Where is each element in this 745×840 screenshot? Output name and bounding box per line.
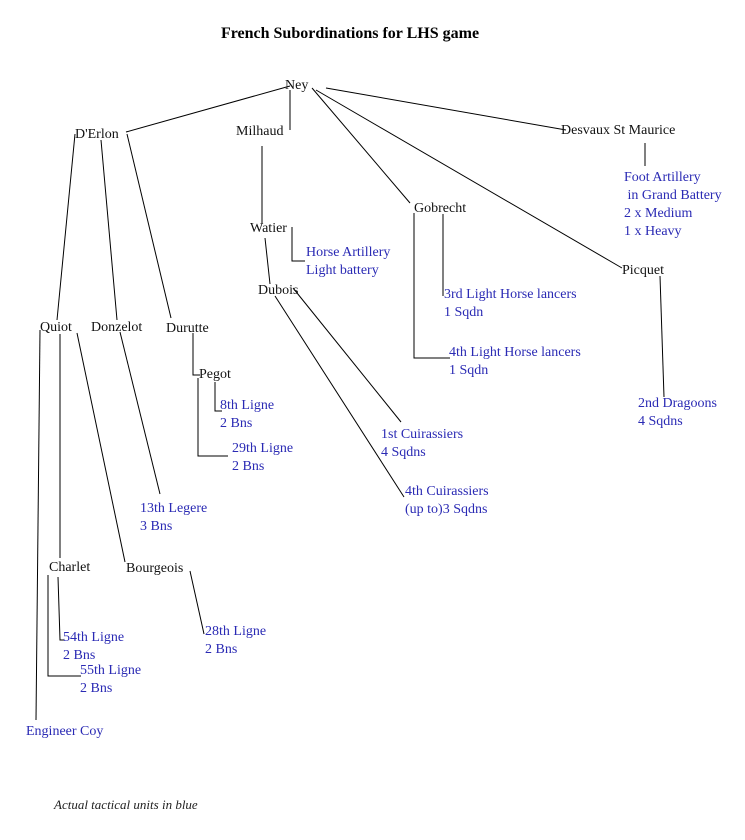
unit-54th-ligne: 54th Ligne 2 Bns <box>63 630 125 663</box>
link-dubois-cuir1 <box>292 287 402 423</box>
link-charlet-ligne55 <box>47 575 81 677</box>
legend-footnote: Actual tactical units in blue <box>54 797 198 812</box>
link-bourgeois-ligne28 <box>189 570 205 635</box>
unit-engineer-coy: Engineer Coy <box>26 724 104 739</box>
unit-3rd-lancers: 3rd Light Horse lancers 1 Sqdn <box>444 287 577 320</box>
link-picquet-dragoons <box>659 275 665 398</box>
node-dubois: Dubois <box>258 283 299 298</box>
link-durutte-pegot <box>192 333 200 376</box>
link-derlon-donzelot <box>100 139 118 321</box>
node-desvaux: Desvaux St Maurice <box>561 123 676 138</box>
link-ney-picquet <box>315 89 623 269</box>
node-quiot: Quiot <box>40 320 72 335</box>
link-ney-desvaux <box>325 87 567 131</box>
node-durutte: Durutte <box>166 321 209 336</box>
node-ney: Ney <box>285 78 309 93</box>
link-derlon-quiot <box>56 133 76 321</box>
unit-horse-artillery: Horse Artillery Light battery <box>306 245 391 278</box>
unit-29th-ligne: 29th Ligne 2 Bns <box>232 441 294 474</box>
link-charlet-ligne54 <box>57 576 64 641</box>
unit-4th-lancers: 4th Light Horse lancers 1 Sqdn <box>449 345 581 378</box>
link-pegot-ligne8 <box>214 382 222 412</box>
link-dubois-cuir4 <box>274 295 405 498</box>
link-ney-gobrecht <box>311 87 411 204</box>
link-quiot-bourgeois <box>76 332 126 563</box>
node-pegot: Pegot <box>199 367 231 382</box>
node-gobrecht: Gobrecht <box>414 201 467 216</box>
node-milhaud: Milhaud <box>236 124 284 139</box>
link-donzelot-legere13 <box>119 331 161 495</box>
link-gobrecht-lancers4 <box>413 213 450 359</box>
unit-foot-artillery: Foot Artillery in Grand Battery 2 x Medi… <box>624 170 722 239</box>
node-picquet: Picquet <box>622 263 664 278</box>
unit-13th-legere: 13th Legere 3 Bns <box>140 501 208 534</box>
node-bourgeois: Bourgeois <box>126 561 184 576</box>
unit-2nd-dragoons: 2nd Dragoons 4 Sqdns <box>638 396 717 429</box>
link-derlon-durutte <box>126 133 172 319</box>
unit-4th-cuirassiers: 4th Cuirassiers (up to)3 Sqdns <box>405 484 489 517</box>
unit-1st-cuirassiers: 1st Cuirassiers 4 Sqdns <box>381 427 464 460</box>
link-pegot-ligne29 <box>197 378 228 457</box>
link-quiot-engineer <box>35 329 41 721</box>
link-watier-dubois <box>264 237 271 285</box>
unit-55th-ligne: 55th Ligne 2 Bns <box>80 663 142 696</box>
node-derlon: D'Erlon <box>75 127 119 142</box>
node-charlet: Charlet <box>49 560 91 575</box>
node-donzelot: Donzelot <box>91 320 143 335</box>
page-title: French Subordinations for LHS game <box>220 25 480 42</box>
link-ney-derlon <box>125 85 291 133</box>
unit-8th-ligne: 8th Ligne 2 Bns <box>220 398 275 431</box>
unit-28th-ligne: 28th Ligne 2 Bns <box>205 624 267 657</box>
link-watier-horseart <box>291 227 305 262</box>
node-watier: Watier <box>250 221 287 236</box>
